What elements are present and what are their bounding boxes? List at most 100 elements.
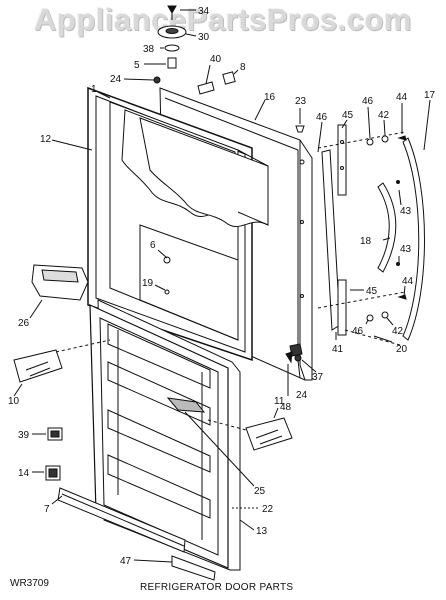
label-23: 23 [295, 96, 307, 107]
leader-17 [423, 99, 431, 151]
leader-12 [51, 139, 93, 151]
part-39-inner [50, 430, 60, 438]
liner-edge-2 [237, 211, 269, 226]
label-19: 19 [142, 278, 154, 289]
label-17: 17 [424, 90, 436, 101]
bin-body [31, 264, 89, 301]
label-7: 7 [44, 504, 50, 515]
label-12: 12 [40, 134, 52, 145]
bushing-5 [167, 57, 177, 69]
freezer-inner-liner [139, 224, 239, 341]
label-22: 22 [262, 504, 274, 515]
label-8: 8 [240, 62, 246, 73]
trim-7 [57, 487, 186, 553]
label-43a: 43 [400, 206, 412, 217]
label-18: 18 [360, 236, 372, 247]
label-11: 11 [274, 396, 285, 407]
bracket-11-detail [255, 429, 283, 445]
door-rack-3 [107, 409, 211, 473]
handle-assembly [51, 91, 431, 346]
label-20: 20 [396, 344, 408, 355]
leader-24a [123, 78, 155, 81]
leader-13 [239, 519, 255, 531]
handle-17 [402, 137, 425, 341]
small-parts-left [32, 427, 63, 481]
alignment-line [207, 419, 247, 431]
trim-47 [171, 555, 216, 581]
freezer-outer-panel-edge [299, 140, 306, 381]
leader-37 [301, 359, 317, 373]
tray-25 [166, 397, 206, 413]
bracket-45-top [337, 124, 347, 196]
label-24a: 24 [110, 74, 122, 85]
part-labels: 34 30 38 5 24 40 8 1 16 12 23 46 45 46 4… [8, 6, 436, 567]
screw-hole [164, 289, 170, 295]
bin-inner [41, 269, 79, 283]
label-1: 1 [91, 84, 97, 95]
label-44a: 44 [396, 92, 408, 103]
leader-40 [205, 64, 211, 85]
cover-8 [222, 71, 236, 85]
label-46c: 46 [352, 326, 364, 337]
screw-44a [397, 135, 407, 141]
diagram-caption: REFRIGERATOR DOOR PARTS [140, 582, 294, 593]
screw-48 [285, 351, 293, 364]
screw-46c [366, 314, 374, 322]
plug-24 [153, 76, 161, 84]
screw-42b [381, 311, 389, 319]
label-45b: 45 [366, 286, 378, 297]
bracket-10-detail [25, 361, 51, 377]
trim-7-edge [61, 493, 185, 547]
label-40: 40 [210, 54, 222, 65]
arrow-20 [373, 335, 393, 343]
label-48: 48 [280, 402, 292, 413]
label-24b: 24 [296, 390, 308, 401]
ice-bin-26 [29, 264, 89, 319]
shelf-bracket-10 [13, 339, 111, 397]
screw-hole [300, 294, 304, 298]
leader-43a [398, 189, 402, 206]
hinge-cover [197, 64, 239, 95]
label-46a: 46 [316, 112, 328, 123]
freezer-outer-panel-lip [164, 97, 299, 360]
label-10: 10 [8, 396, 20, 407]
label-41: 41 [332, 344, 344, 355]
cap-30-inner [165, 28, 179, 34]
leader-19 [154, 284, 166, 291]
lower-hinge-hardware [285, 343, 317, 396]
lower-liner-inner [99, 317, 219, 556]
bracket-11 [245, 417, 293, 451]
leader-24b [297, 359, 301, 379]
leader-6 [157, 249, 168, 259]
screw-hole [300, 220, 304, 224]
alignment-line [317, 131, 406, 149]
alignment-line [317, 291, 406, 309]
label-43b: 43 [400, 244, 412, 255]
handle-18 [377, 182, 397, 273]
label-46b: 46 [362, 96, 374, 107]
label-25: 25 [254, 486, 266, 497]
trim-strip-41 [321, 149, 341, 331]
screw-34 [167, 5, 177, 15]
drawing-code: WR3709 [10, 578, 49, 589]
insulation-cutaway-front [139, 117, 269, 228]
label-37: 37 [312, 372, 324, 383]
label-6: 6 [150, 240, 156, 251]
label-16: 16 [264, 92, 276, 103]
leader-46b [367, 106, 371, 139]
leader-16 [254, 99, 266, 121]
fresh-food-door-assembly [89, 299, 260, 571]
label-42a: 42 [378, 110, 390, 121]
screw-42a [381, 135, 389, 143]
label-38: 38 [143, 44, 155, 55]
leader-8 [233, 69, 239, 75]
bracket-hole [340, 166, 344, 170]
label-5: 5 [134, 60, 140, 71]
leader-1 [97, 91, 111, 99]
leader-46c [365, 319, 369, 325]
label-45a: 45 [342, 110, 354, 121]
leader-25 [184, 411, 255, 487]
shelf-bracket-11 [207, 407, 293, 451]
leader-46a [317, 121, 323, 153]
